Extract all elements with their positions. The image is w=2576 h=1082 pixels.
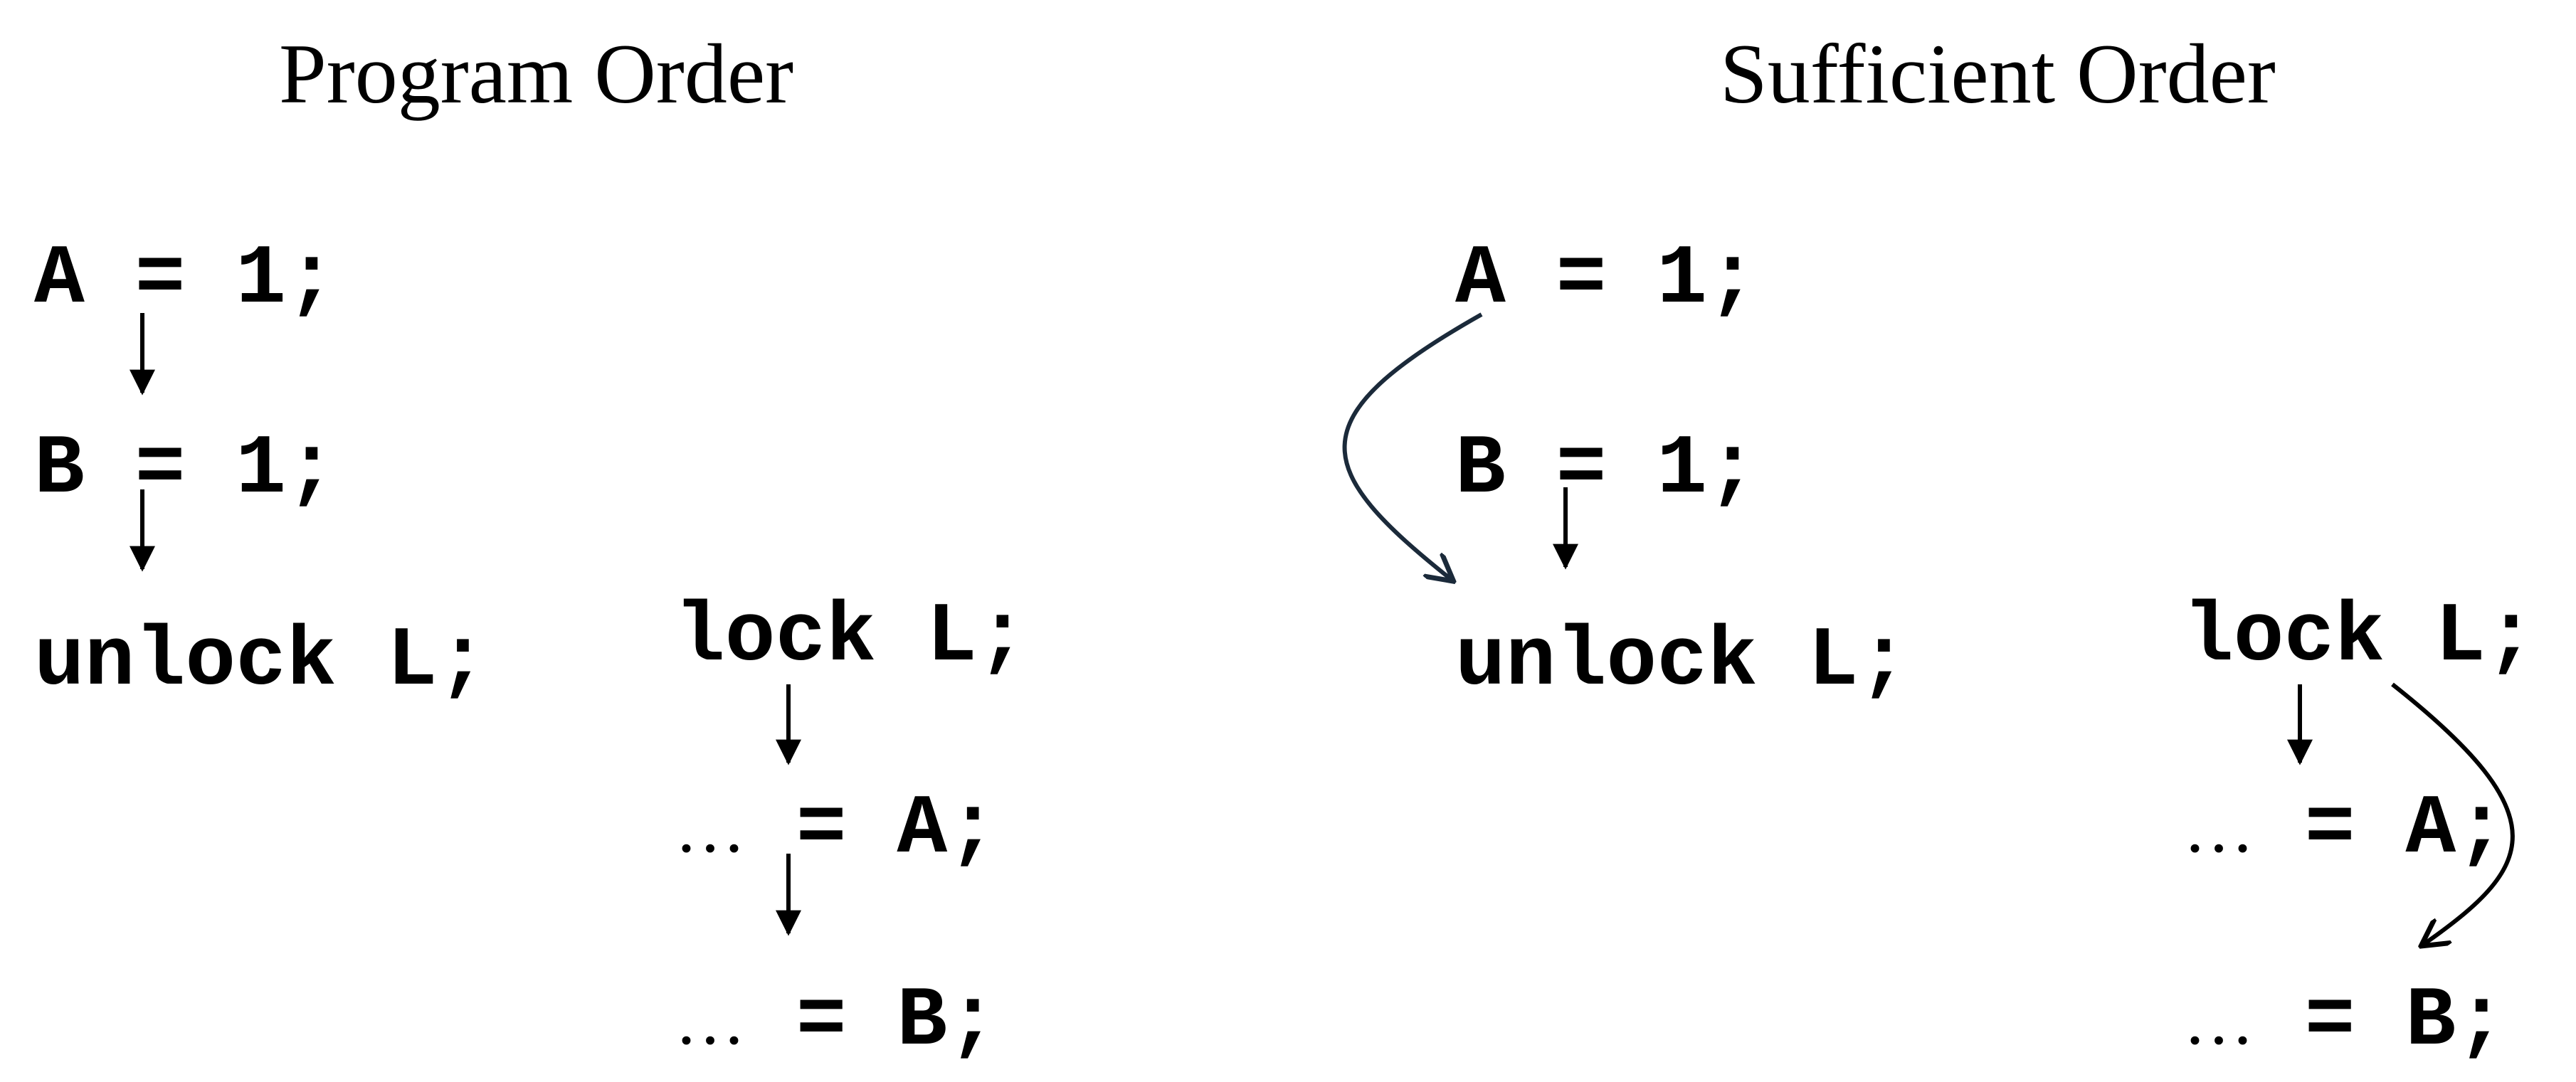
so-t1-a-assign: A = 1; <box>1455 233 1758 327</box>
po-t2-read-a: … = A; <box>675 788 998 872</box>
ellipsis: … <box>675 788 746 867</box>
so-t1-b-assign: B = 1; <box>1455 423 1758 517</box>
po-t2-read-a-text: = A; <box>746 783 998 877</box>
so-t2-read-a: … = A; <box>2183 788 2506 872</box>
po-t2-read-b: … = B; <box>675 980 998 1064</box>
so-t1-unlock: unlock L; <box>1455 615 1909 709</box>
po-t1-b-assign: B = 1; <box>34 423 337 517</box>
so-t2-read-a-text: = A; <box>2254 783 2507 877</box>
so-t2-lock: lock L; <box>2183 590 2536 685</box>
ellipsis: … <box>675 980 746 1059</box>
ellipsis: … <box>2183 788 2254 867</box>
sufficient-order-title: Sufficient Order <box>1720 26 2276 121</box>
po-t1-a-assign: A = 1; <box>34 233 337 327</box>
po-t1-unlock: unlock L; <box>34 615 488 709</box>
so-t2-read-b-text: = B; <box>2254 975 2507 1069</box>
program-order-title: Program Order <box>279 26 794 121</box>
po-t2-lock: lock L; <box>675 590 1028 685</box>
so-t2-read-b: … = B; <box>2183 980 2506 1064</box>
ellipsis: … <box>2183 980 2254 1059</box>
po-t2-read-b-text: = B; <box>746 975 998 1069</box>
